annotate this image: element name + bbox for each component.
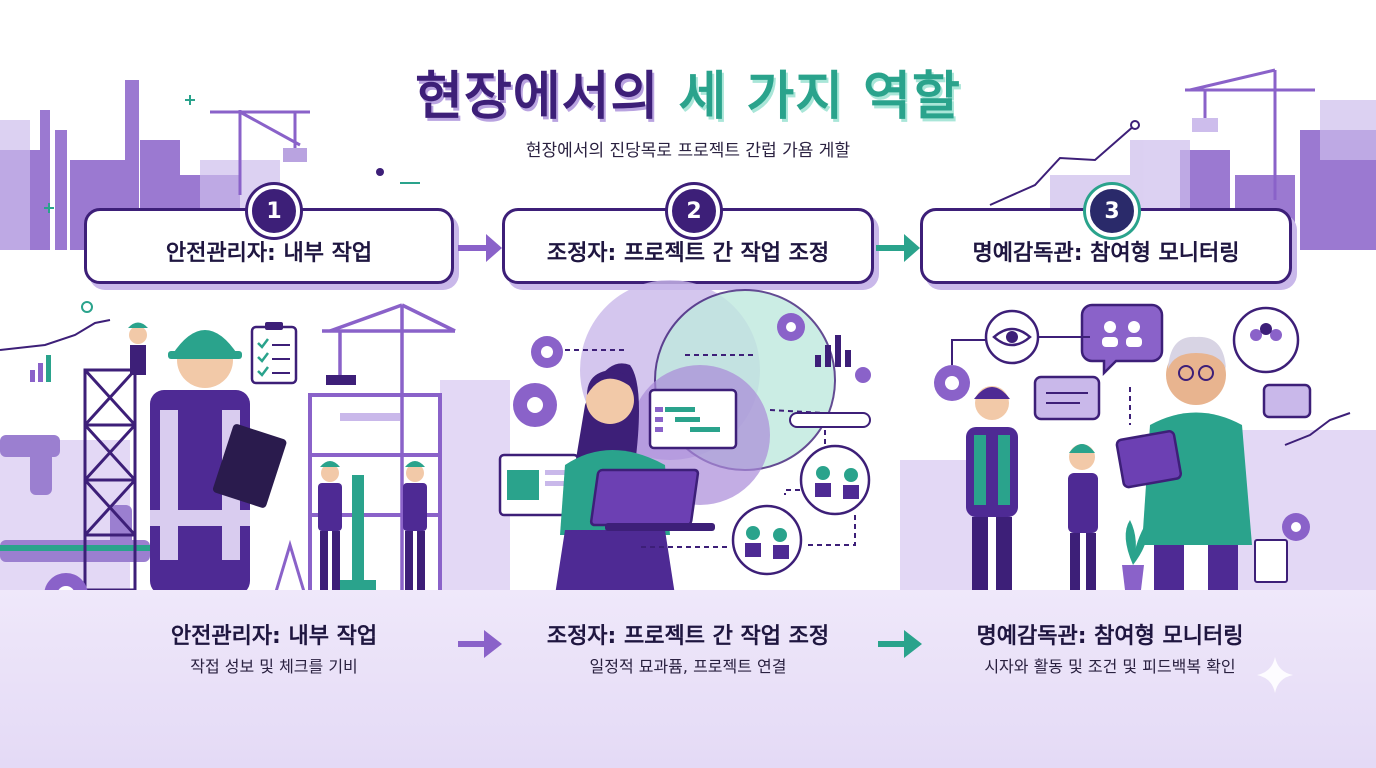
scene-honorary-supervisor bbox=[934, 303, 1351, 595]
clipboard-icon bbox=[250, 322, 298, 385]
title-highlight: 세 가지 역할 bbox=[678, 67, 961, 127]
caption-band bbox=[0, 590, 1376, 768]
title-part1: 현장에서의 bbox=[415, 67, 679, 127]
role-number-3: 3 bbox=[1086, 185, 1138, 237]
role-number-2: 2 bbox=[668, 185, 720, 237]
scene-safety-manager bbox=[0, 301, 456, 617]
role-card-label: 조정자: 프로젝트 간 작업 조정 bbox=[546, 241, 830, 266]
tablet-icon bbox=[1115, 430, 1183, 489]
eye-icon bbox=[984, 309, 1040, 365]
caption-title-3: 명예감독관: 참여형 모니터링 bbox=[976, 624, 1244, 649]
caption-desc-3: 시자와 활동 및 조건 및 피드백복 확인 bbox=[984, 657, 1236, 676]
caption-desc-2: 일정적 묘과퓸, 프로젝트 연결 bbox=[589, 657, 787, 676]
arrow-right-icon bbox=[878, 630, 922, 658]
gear-icon bbox=[934, 365, 1310, 541]
crane-icon bbox=[322, 303, 456, 595]
arrow-right-icon bbox=[458, 630, 502, 658]
sparkle-icon bbox=[1257, 657, 1293, 693]
role-card-label: 명예감독관: 참여형 모니터링 bbox=[972, 241, 1240, 266]
page-title: 현장에서의 세 가지 역할 bbox=[0, 54, 1376, 129]
arrow-right-icon bbox=[458, 234, 502, 262]
bar-chart-icon bbox=[30, 355, 51, 382]
arrow-right-icon bbox=[876, 234, 920, 262]
role-card-label: 안전관리자: 내부 작업 bbox=[165, 241, 373, 266]
gear-icon bbox=[513, 313, 871, 427]
caption-desc-1: 작접 성보 및 체크를 기비 bbox=[190, 657, 358, 676]
caption-title-2: 조정자: 프로젝트 간 작업 조정 bbox=[546, 624, 830, 649]
role-card-honorary-supervisor: 명예감독관: 참여형 모니터링 bbox=[920, 208, 1292, 284]
chat-bubble-icon bbox=[1033, 375, 1312, 421]
scene-coordinator bbox=[498, 280, 871, 595]
role-number-1: 1 bbox=[248, 185, 300, 237]
bar-chart-icon bbox=[815, 335, 851, 367]
people-icon bbox=[1080, 303, 1300, 377]
page-subtitle: 현장에서의 진당목로 프로젝트 간럽 가욤 게할 bbox=[525, 141, 851, 161]
laptop-icon bbox=[589, 468, 715, 531]
caption-title-1: 안전관리자: 내부 작업 bbox=[170, 624, 378, 649]
